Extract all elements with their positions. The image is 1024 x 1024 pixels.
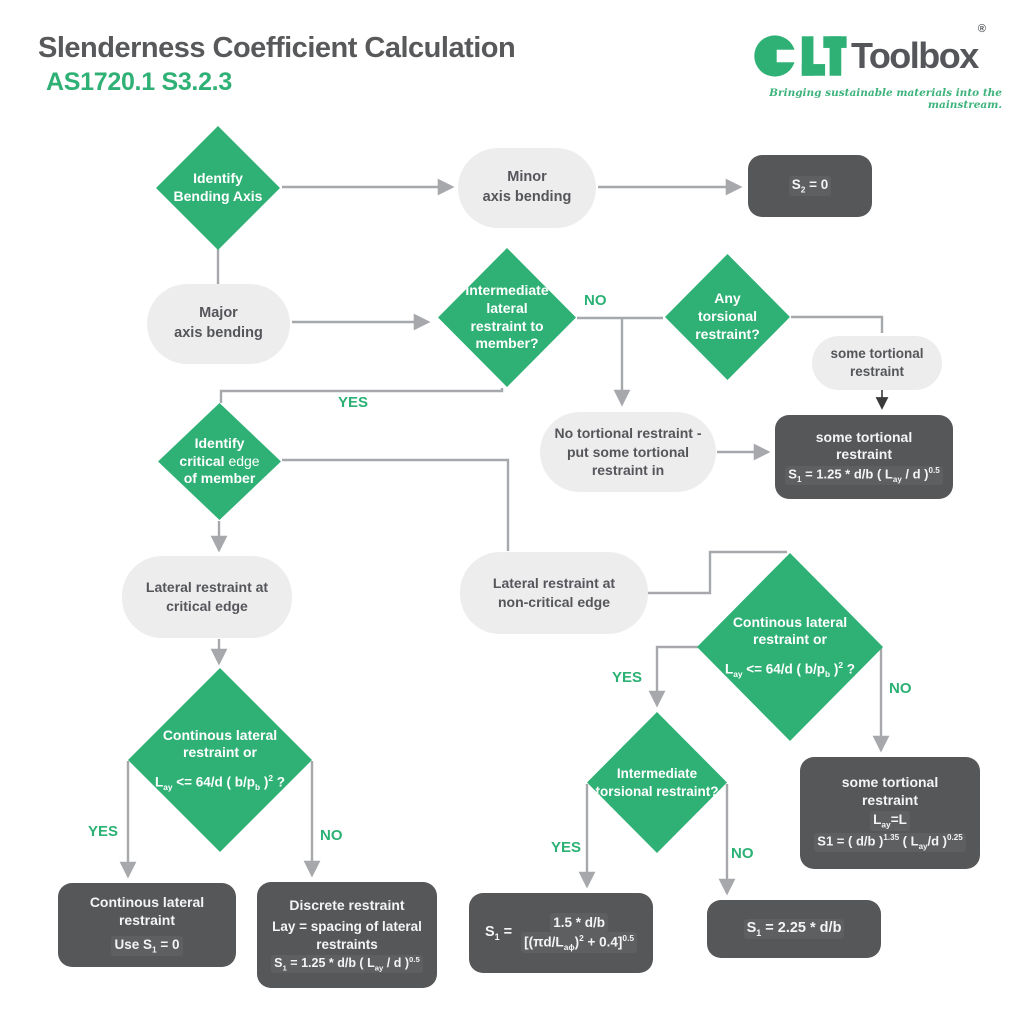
- node-formula: S1 = ( d/b )1.35 ( Lay/d )0.25: [814, 832, 966, 853]
- edge-label-no: NO: [584, 292, 607, 309]
- node-text: some tortional: [841, 773, 939, 790]
- connector-critical-diamond-to-noncritical-pill: [282, 458, 510, 551]
- node-text: Major: [199, 305, 238, 322]
- edge-label-no: NO: [889, 680, 912, 697]
- node-text: Continous lateral: [162, 726, 278, 743]
- state-minor-axis-bending: Minor axis bending: [458, 148, 596, 228]
- node-text: restraint: [835, 446, 893, 463]
- node-text: restraint to: [470, 317, 544, 334]
- fraction: S1 = 1.5 * d/b [(πd/Laϕ)2 + 0.4]0.5: [484, 912, 638, 954]
- node-text: torsional: [697, 308, 758, 325]
- node-text: put some tortional: [566, 443, 690, 460]
- node-text: Lay = spacing of lateral: [272, 919, 422, 935]
- node-text: restraint: [849, 364, 905, 379]
- node-text: Intermediate: [616, 766, 698, 782]
- logo-tagline: Bringing sustainable materials into the …: [769, 87, 1002, 111]
- page-title: Slenderness Coefficient Calculation: [38, 32, 516, 64]
- connector-noncritical-to-right-diamond: [648, 550, 787, 595]
- edge-label-no: NO: [320, 827, 343, 844]
- result-s1-225: S1 = 2.25 * d/b: [707, 900, 881, 958]
- edge-label-yes: YES: [88, 823, 119, 840]
- node-text: axis bending: [482, 189, 572, 205]
- node-text: Minor: [507, 169, 547, 186]
- node-text: non-critical edge: [497, 594, 611, 610]
- node-text: Intermediate: [465, 281, 549, 298]
- edge-label-no: NO: [731, 845, 754, 862]
- registered-mark: ®: [977, 23, 986, 35]
- node-text: restraint?: [695, 325, 760, 342]
- node-formula: Lay=L: [870, 811, 910, 831]
- node-text: restraint: [861, 791, 919, 808]
- node-formula: Lay <= 64/d ( b/pb )2 ?: [724, 660, 856, 680]
- node-text: restraint or: [183, 744, 257, 761]
- result-some-tortional-lay: some tortional restraint Lay=L S1 = ( d/…: [800, 757, 980, 869]
- state-lateral-restraint-noncritical-edge: Lateral restraint at non-critical edge: [460, 552, 648, 634]
- node-formula: S2 = 0: [788, 176, 832, 196]
- connector-yes-to-identify-critical: [219, 388, 504, 403]
- node-text: axis bending: [174, 325, 263, 341]
- result-discrete-restraint: Discrete restraint Lay = spacing of late…: [257, 882, 437, 988]
- connector-right-diamond-yes: [648, 645, 698, 708]
- node-text: some tortional: [830, 345, 924, 361]
- logo-row: Toolbox®: [752, 23, 1002, 82]
- node-text: Continous lateral: [89, 894, 205, 911]
- fraction-denominator: [(πd/Laϕ)2 + 0.4]0.5: [521, 932, 638, 954]
- node-text: critical edge: [166, 598, 248, 614]
- fraction-stack: 1.5 * d/b [(πd/Laϕ)2 + 0.4]0.5: [521, 912, 638, 954]
- node-text: restraint or: [753, 631, 827, 648]
- clt-logo-icon: [754, 35, 847, 77]
- node-text: Any: [714, 290, 741, 307]
- node-text: restraint in: [591, 462, 665, 479]
- node-text: Lateral restraint at: [492, 575, 616, 592]
- node-text: lateral: [486, 299, 528, 316]
- edge-label-yes: YES: [612, 669, 643, 686]
- node-formula: S1 = 2.25 * d/b: [743, 918, 845, 940]
- node-text: of member: [183, 470, 256, 487]
- node-text: Lateral restraint at: [145, 579, 269, 596]
- state-lateral-restraint-critical-edge: Lateral restraint at critical edge: [122, 556, 292, 638]
- result-s2-zero: S2 = 0: [748, 155, 872, 217]
- node-text: restraint: [118, 912, 176, 929]
- result-s1-fraction: S1 = 1.5 * d/b [(πd/Laϕ)2 + 0.4]0.5: [469, 893, 653, 973]
- node-formula: Use S1 = 0: [111, 935, 183, 956]
- edge-label-yes: YES: [551, 839, 582, 856]
- node-text: critical edge: [179, 452, 260, 469]
- node-formula: Lay <= 64/d ( b/pb )2 ?: [154, 773, 286, 793]
- state-some-tortional-restraint: some tortional restraint: [812, 336, 942, 390]
- edge-label-yes: YES: [338, 394, 369, 411]
- node-text: Continous lateral: [732, 613, 848, 630]
- node-text: restraints: [316, 936, 378, 952]
- node-text: torsional restraint?: [595, 783, 719, 799]
- node-formula-prefix: S1 =: [484, 924, 513, 942]
- state-major-axis-bending: Major axis bending: [147, 284, 290, 364]
- result-some-tortional-s1: some tortional restraint S1 = 1.25 * d/b…: [775, 415, 953, 499]
- node-text: some tortional: [815, 428, 913, 445]
- fraction-numerator: 1.5 * d/b: [550, 912, 608, 933]
- result-continuous-use-s1-zero: Continous lateral restraint Use S1 = 0: [58, 883, 236, 967]
- logo-wordmark: Toolbox®: [851, 23, 986, 76]
- node-text: Identify: [194, 434, 245, 451]
- node-text: Discrete restraint: [289, 896, 405, 913]
- node-text: Bending Axis: [173, 188, 263, 204]
- node-formula: S1 = 1.25 * d/b ( Lay / d )0.5: [271, 954, 423, 974]
- node-text: Identify: [193, 170, 243, 187]
- node-formula: S1 = 1.25 * d/b ( Lay / d )0.5: [785, 466, 943, 486]
- page-subtitle: AS1720.1 S3.2.3: [46, 68, 232, 96]
- clt-toolbox-logo: Toolbox® Bringing sustainable materials …: [752, 23, 1002, 111]
- connector-any-torsional-to-some-note: [791, 315, 884, 333]
- node-text: No tortional restraint -: [554, 424, 702, 441]
- node-text: member?: [475, 335, 539, 352]
- state-no-tortional-restraint: No tortional restraint - put some tortio…: [540, 412, 716, 492]
